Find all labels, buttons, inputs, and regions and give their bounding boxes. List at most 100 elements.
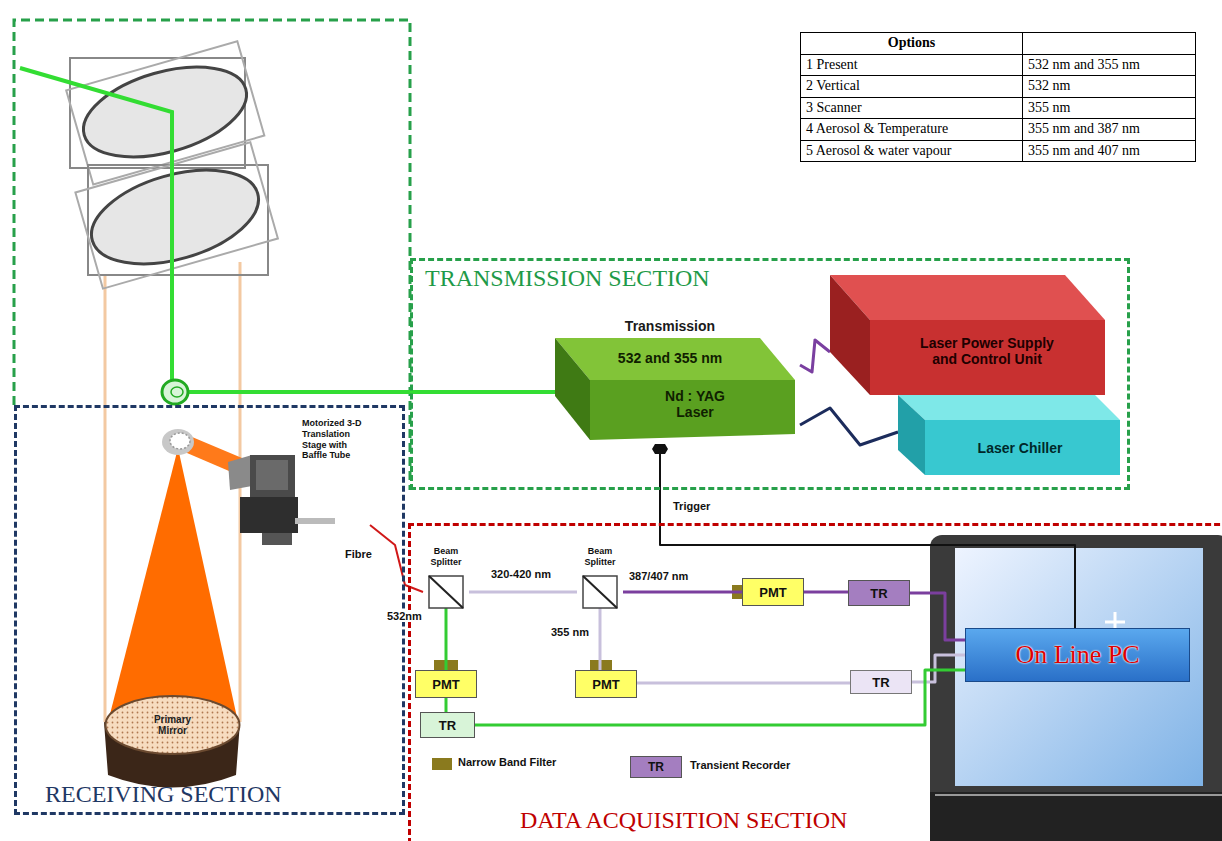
- table-text: Options: [801, 33, 1022, 54]
- drawing-part: [81, 153, 269, 281]
- connector: [599, 608, 602, 670]
- table-cell: 2 Vertical: [800, 75, 1023, 98]
- table-text: 355 nm: [1023, 98, 1195, 119]
- pmt-box: PMT: [415, 670, 477, 698]
- drawing-part: [106, 696, 240, 754]
- steering-mirror: [66, 41, 264, 184]
- drawing-part: [66, 41, 264, 184]
- drawing-part: [262, 533, 292, 545]
- drawing-part: [925, 420, 1120, 475]
- edge-label: Fibre: [344, 548, 373, 560]
- node-text: Beam Splitter: [418, 546, 474, 568]
- drawing-part: [583, 576, 617, 608]
- connector: [910, 593, 965, 640]
- legend-text: Narrow Band Filter: [458, 756, 556, 768]
- drawing-part: [898, 395, 1120, 420]
- table-text: 1 Present: [801, 55, 1022, 76]
- folding-mirror: [162, 380, 188, 404]
- node-text: RECEIVING SECTION: [45, 781, 385, 807]
- drawing-part: [250, 455, 295, 497]
- optics-frame: [14, 20, 410, 490]
- section-panel: RECEIVING SECTIONMotorized 3-D Translati…: [14, 405, 405, 815]
- drawing-part: [898, 395, 925, 475]
- power-supply-box: Laser Power Supply and Control Unit: [830, 272, 1110, 397]
- drawing-part: [898, 395, 1120, 475]
- drawing-part: [583, 576, 617, 608]
- table-cell: 355 nm and 387 nm: [1022, 118, 1196, 141]
- secondary-mirror: [162, 429, 194, 455]
- power-supply-box-shape: [830, 272, 1110, 397]
- drawing-part: [75, 142, 278, 288]
- connector: [475, 670, 965, 725]
- pmt-box: PMT: [742, 578, 804, 606]
- table-cell: [1022, 32, 1196, 55]
- table-cell: 532 nm: [1022, 75, 1196, 98]
- node-text: DATA ACQUISITION SECTION: [520, 807, 940, 833]
- table-cell: 355 nm: [1022, 97, 1196, 120]
- node-text: TR: [851, 671, 911, 693]
- transient-recorder: TR: [850, 670, 912, 694]
- drawing-part: [930, 792, 1222, 841]
- drawing-part: [162, 429, 194, 455]
- node-text: TR: [421, 713, 474, 737]
- node-text: Nd : YAG Laser: [650, 388, 740, 420]
- node-text: TR: [849, 581, 909, 605]
- connector: [445, 698, 448, 712]
- table-text: 532 nm: [1023, 76, 1195, 97]
- drawing-part: [429, 576, 463, 608]
- drawing-part: [555, 338, 795, 440]
- beam-splitter: Beam Splitter: [577, 546, 623, 608]
- connector: [800, 340, 830, 372]
- table-text: 3 Scanner: [801, 98, 1022, 119]
- steering-mirror: [75, 142, 278, 288]
- node-text: Laser Chiller: [935, 440, 1105, 456]
- node-text: Primary Mirror: [105, 695, 240, 755]
- node-text: PMT: [416, 671, 476, 697]
- drawing-part: [239, 262, 242, 722]
- legend-text: Transient Recorder: [690, 759, 790, 771]
- drawing-part: [870, 320, 1105, 395]
- connector: [445, 608, 448, 670]
- drawing-part: [228, 455, 335, 545]
- node-text: Laser Power Supply and Control Unit: [912, 335, 1062, 367]
- drawing-part: [256, 460, 288, 490]
- return-cone: [108, 448, 238, 722]
- connector: [637, 682, 850, 685]
- drawing-part: [830, 275, 1105, 395]
- legend-swatch: TR: [630, 756, 682, 778]
- computer-screen-box: On Line PC: [965, 628, 1190, 682]
- node-text: PMT: [576, 671, 636, 697]
- connector: [623, 591, 742, 594]
- table-text: 532 nm and 355 nm: [1023, 55, 1195, 76]
- node-text: Beam Splitter: [572, 546, 628, 568]
- chiller-box-shape: [898, 392, 1120, 477]
- laser-unit-shape: [555, 318, 800, 444]
- table-text: 2 Vertical: [801, 76, 1022, 97]
- node-text: On Line PC: [966, 629, 1189, 681]
- beam-splitter: Beam Splitter: [423, 546, 469, 608]
- table-cell: 3 Scanner: [800, 97, 1023, 120]
- table-text: 4 Aerosol & Temperature: [801, 119, 1022, 140]
- drawing-part: [170, 433, 190, 449]
- drawing-part: [955, 548, 1203, 786]
- drawing-part: [162, 380, 188, 404]
- node-text: Transmission: [590, 318, 750, 334]
- transient-recorder: TR: [848, 580, 910, 606]
- drawing-part: [429, 576, 463, 608]
- table-cell: 355 nm and 407 nm: [1022, 140, 1196, 163]
- drawing-part: [590, 380, 795, 440]
- drawing-part: [555, 338, 795, 380]
- table-text: 5 Aerosol & water vapour: [801, 141, 1022, 162]
- node-text: PMT: [743, 579, 803, 605]
- table-cell: 4 Aerosol & Temperature: [800, 118, 1023, 141]
- table-text: 355 nm and 407 nm: [1023, 141, 1195, 162]
- transient-recorder: TR: [420, 712, 475, 738]
- edge-label: Trigger: [672, 500, 711, 512]
- drawing-part: [935, 794, 1222, 796]
- drawing-part: [555, 338, 590, 440]
- connector: [804, 591, 848, 594]
- node-text: 532 and 355 nm: [595, 350, 745, 366]
- connector: [469, 591, 577, 594]
- drawing-part: [583, 576, 617, 608]
- primary-mirror: Primary Mirror: [105, 695, 240, 755]
